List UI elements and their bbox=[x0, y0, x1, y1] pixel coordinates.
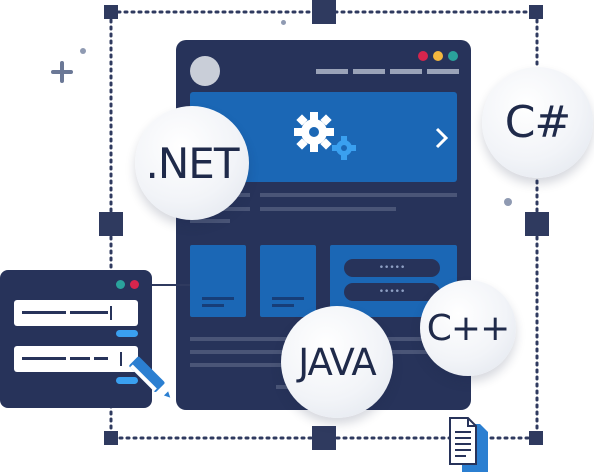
java-badge: JAVA bbox=[281, 306, 393, 418]
window-dot-teal[interactable] bbox=[448, 51, 458, 61]
handle-middle-right[interactable] bbox=[525, 212, 549, 236]
text-line bbox=[260, 207, 396, 211]
pencil-icon bbox=[129, 356, 171, 398]
form-dot-teal[interactable] bbox=[116, 280, 125, 289]
text-line bbox=[190, 219, 230, 223]
java-label: JAVA bbox=[298, 340, 376, 384]
text-line bbox=[190, 363, 370, 367]
cursor-icon bbox=[110, 306, 112, 320]
cursor-icon bbox=[120, 352, 122, 366]
nav-item[interactable] bbox=[390, 69, 422, 74]
cpp-label: C++ bbox=[426, 307, 510, 349]
handle-top-right[interactable] bbox=[529, 5, 543, 19]
handle-bottom-center[interactable] bbox=[312, 426, 336, 450]
form-panel bbox=[0, 270, 152, 408]
text-field-2[interactable] bbox=[14, 346, 138, 372]
nav-item[interactable] bbox=[316, 69, 348, 74]
document-icon bbox=[449, 417, 488, 472]
nav-item[interactable] bbox=[427, 69, 459, 74]
decor-dot bbox=[80, 48, 86, 54]
toggle-pill-1[interactable] bbox=[116, 330, 138, 337]
toggle-pill-2[interactable] bbox=[116, 377, 138, 384]
plus-icon bbox=[51, 61, 73, 83]
nav-item[interactable] bbox=[353, 69, 385, 74]
cpp-badge: C++ bbox=[420, 280, 516, 376]
connector-line bbox=[150, 284, 190, 286]
handle-bottom-left[interactable] bbox=[104, 431, 118, 445]
avatar bbox=[190, 56, 220, 86]
password-field[interactable]: ••••• bbox=[344, 283, 440, 301]
content-card[interactable] bbox=[260, 245, 316, 317]
chevron-right-icon[interactable] bbox=[434, 126, 450, 150]
csharp-label: C# bbox=[504, 97, 572, 148]
password-field[interactable]: ••••• bbox=[344, 259, 440, 277]
window-dot-red[interactable] bbox=[418, 51, 428, 61]
csharp-badge: C# bbox=[482, 67, 593, 178]
handle-top-left[interactable] bbox=[104, 5, 118, 19]
decor-dot bbox=[281, 20, 286, 25]
dotnet-badge: .NET bbox=[135, 106, 249, 220]
dotnet-label: .NET bbox=[145, 138, 240, 188]
form-dot-red[interactable] bbox=[130, 280, 139, 289]
handle-top-center[interactable] bbox=[312, 0, 336, 24]
handle-bottom-right[interactable] bbox=[529, 431, 543, 445]
decor-dot bbox=[504, 198, 512, 206]
window-dot-yellow[interactable] bbox=[433, 51, 443, 61]
handle-middle-left[interactable] bbox=[99, 212, 123, 236]
gear-icon bbox=[294, 112, 356, 160]
login-card: ••••• ••••• bbox=[330, 245, 457, 317]
content-card[interactable] bbox=[190, 245, 246, 317]
text-line bbox=[260, 193, 457, 197]
text-field-1[interactable] bbox=[14, 300, 138, 326]
